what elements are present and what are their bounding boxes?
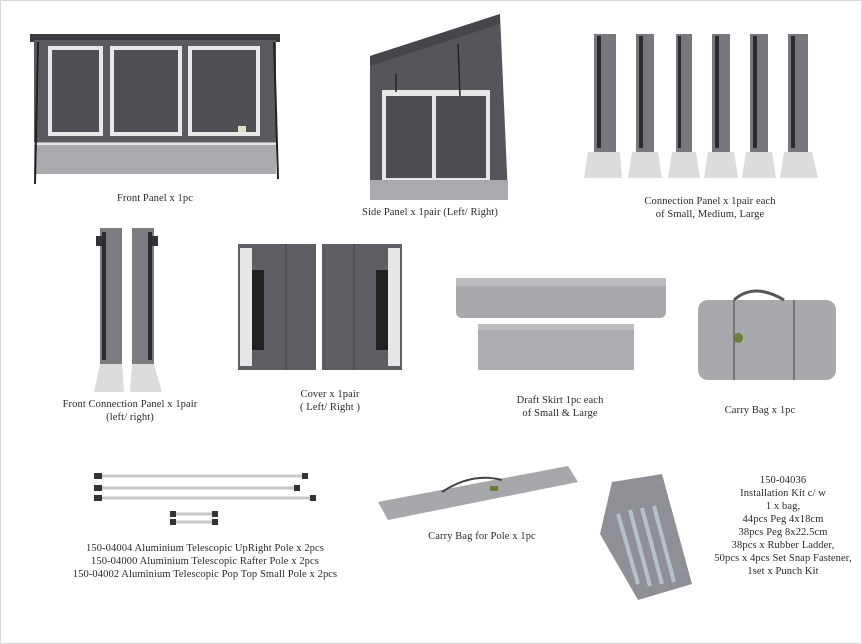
front-connection-panel-image xyxy=(92,222,164,394)
draft-skirt-caption: Draft Skirt 1pc each of Small & Large xyxy=(516,395,604,419)
pole-bag-caption: Carry Bag for Pole x 1pc xyxy=(428,531,536,542)
draft-skirt-image xyxy=(452,274,672,374)
cover-image xyxy=(238,240,402,372)
cover-caption: Cover x 1pair ( Left/ Right ) xyxy=(299,389,361,413)
front-panel-caption: Front Panel x 1pc xyxy=(116,193,194,204)
connection-panel-image xyxy=(584,32,824,182)
connection-panel-caption: Connection Panel x 1pair each of Small, … xyxy=(644,196,776,220)
poles-image xyxy=(92,468,322,530)
carry-bag-caption: Carry Bag x 1pc xyxy=(724,405,796,416)
front-panel-image xyxy=(30,34,280,189)
side-panel-caption: Side Panel x 1pair (Left/ Right) xyxy=(362,207,498,218)
installation-kit-image xyxy=(598,474,698,602)
carry-bag-image xyxy=(694,286,844,386)
poles-caption: 150-04004 Aluminium Telescopic UpRight P… xyxy=(72,543,338,580)
front-connection-panel-caption: Front Connection Panel x 1pair (left/ ri… xyxy=(62,399,198,423)
pole-bag-image xyxy=(372,462,582,524)
side-panel-image xyxy=(368,14,508,200)
installation-kit-caption: 150-04036 Installation Kit c/ w 1 x bag,… xyxy=(714,475,852,577)
